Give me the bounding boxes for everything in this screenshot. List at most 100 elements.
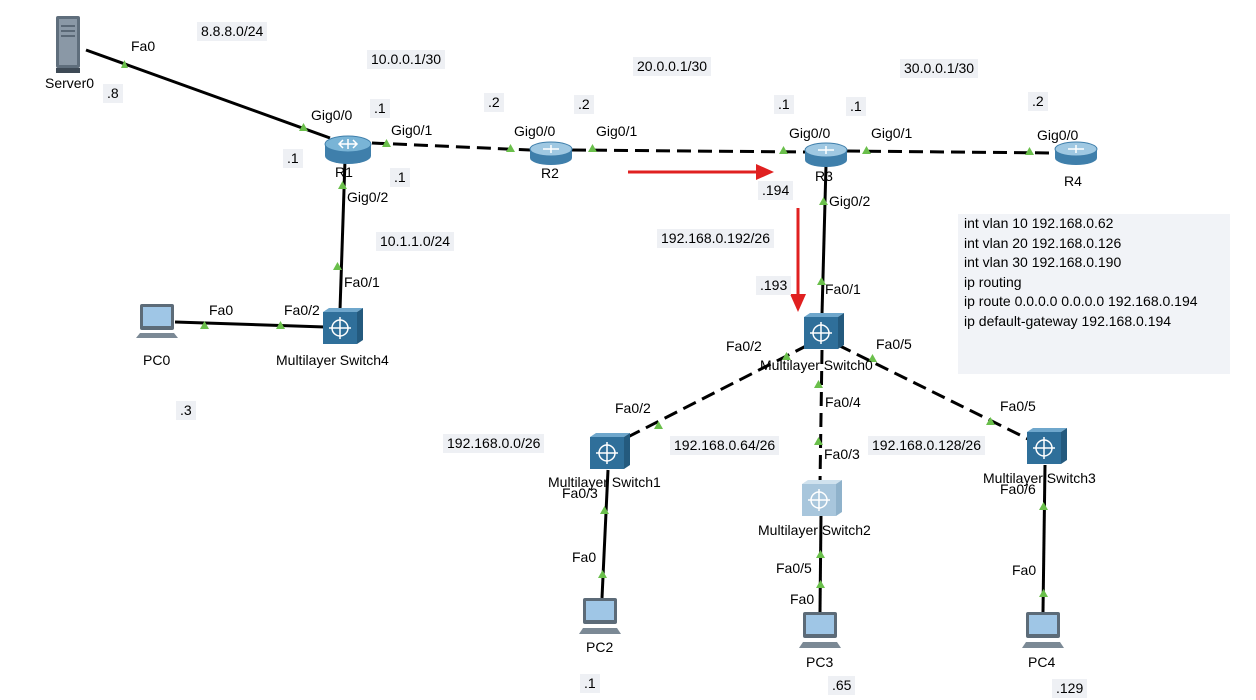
- device-label-mls3: Multilayer Switch3: [983, 470, 1096, 486]
- config-line: int vlan 20 192.168.0.126: [964, 234, 1122, 251]
- port-label: Gig0/1: [391, 122, 433, 138]
- port-label: Fa0/5: [876, 336, 912, 352]
- network-label: 10.0.0.1/30: [367, 50, 446, 69]
- port-label: Fa0: [209, 302, 234, 318]
- device-label-r4: R4: [1064, 173, 1082, 189]
- host-address: .193: [756, 276, 792, 295]
- port-marker: [779, 146, 788, 154]
- device-label-pc0: PC0: [143, 352, 171, 368]
- network-label: 20.0.0.1/30: [633, 57, 712, 76]
- port-label: Gig0/1: [871, 125, 913, 141]
- config-line: int vlan 10 192.168.0.62: [964, 215, 1114, 231]
- multilayer-switch-icon[interactable]: [802, 480, 842, 516]
- port-label: Gig0/0: [311, 107, 353, 123]
- link-r2-r3: [571, 148, 807, 154]
- link-mls0-mls2: [818, 349, 824, 485]
- link-r1-r2: [371, 141, 531, 152]
- device-label-server0: Server0: [45, 75, 95, 91]
- pc-icon[interactable]: [799, 612, 841, 648]
- port-marker: [382, 139, 391, 147]
- host-address: .1: [580, 674, 600, 693]
- link-r3-mls0: [820, 164, 828, 315]
- port-marker: [588, 144, 597, 152]
- port-label: Fa0/3: [824, 446, 860, 462]
- port-marker: [814, 380, 823, 388]
- port-label: Fa0: [131, 38, 156, 54]
- host-address: .2: [484, 93, 504, 112]
- network-label: 192.168.0.128/26: [868, 436, 985, 455]
- port-label: Gig0/0: [789, 125, 831, 141]
- network-label: 30.0.0.1/30: [900, 59, 979, 78]
- host-address: .1: [846, 97, 866, 116]
- port-marker: [817, 277, 826, 285]
- host-address: .2: [1028, 92, 1048, 111]
- device-label-r3: R3: [815, 168, 833, 184]
- port-label: Gig0/1: [596, 123, 638, 139]
- port-marker: [299, 123, 308, 131]
- port-label: Fa0/1: [344, 274, 380, 290]
- port-marker: [782, 352, 791, 360]
- links: [85, 48, 1056, 613]
- link-mls3-pc4: [1041, 464, 1047, 613]
- port-marker: [654, 421, 663, 429]
- server-icon[interactable]: [56, 16, 80, 73]
- port-marker: [333, 262, 342, 270]
- multilayer-switch-icon[interactable]: [323, 308, 363, 344]
- multilayer-switch-icon[interactable]: [1027, 428, 1067, 464]
- router-icon[interactable]: [324, 135, 372, 164]
- port-label: Gig0/0: [514, 123, 556, 139]
- port-label: Fa0/4: [825, 394, 861, 410]
- host-address: .1: [390, 168, 410, 187]
- port-marker: [862, 146, 871, 154]
- pc-icon[interactable]: [579, 598, 621, 634]
- port-label: Fa0: [790, 591, 815, 607]
- router-icon[interactable]: [804, 142, 848, 167]
- config-note: int vlan 10 192.168.0.62 int vlan 20 192…: [958, 214, 1230, 374]
- port-marker: [816, 580, 825, 588]
- port-marker: [868, 354, 877, 362]
- port-label: Fa0/1: [825, 281, 861, 297]
- config-line: ip route 0.0.0.0 0.0.0.0 192.168.0.194: [964, 293, 1198, 309]
- port-label: Fa0/5: [1000, 398, 1036, 414]
- pc-icon[interactable]: [136, 304, 178, 338]
- pc-icon[interactable]: [1022, 612, 1064, 648]
- router-icon[interactable]: [1054, 141, 1098, 165]
- arrow-down-icon: [790, 208, 806, 312]
- multilayer-switch-icon[interactable]: [590, 433, 630, 469]
- router-icon[interactable]: [529, 141, 573, 165]
- device-label-mls0: Multilayer Switch0: [760, 357, 873, 373]
- port-marker: [506, 144, 515, 152]
- host-address: .3: [176, 401, 196, 420]
- port-markers: [121, 60, 1048, 597]
- port-marker: [598, 570, 607, 578]
- host-address: .129: [1052, 679, 1088, 698]
- network-label: 192.168.0.192/26: [657, 229, 774, 248]
- port-label: Gig0/2: [829, 193, 871, 209]
- port-marker: [338, 181, 347, 189]
- device-label-mls1: Multilayer Switch1: [548, 474, 661, 490]
- port-label: Fa0/6: [1000, 481, 1036, 497]
- port-marker: [819, 197, 828, 205]
- port-marker: [816, 550, 825, 558]
- port-label: Gig0/0: [1037, 127, 1079, 143]
- port-marker: [1025, 147, 1034, 155]
- port-marker: [121, 60, 128, 68]
- host-address: .194: [758, 181, 794, 200]
- multilayer-switch-icon[interactable]: [804, 313, 844, 349]
- port-label: Fa0/2: [726, 338, 762, 354]
- port-marker: [1039, 589, 1048, 597]
- device-label-r1: R1: [335, 164, 353, 180]
- device-label-r2: R2: [541, 165, 559, 181]
- config-line: ip default-gateway 192.168.0.194: [964, 312, 1172, 329]
- network-label: 192.168.0.0/26: [443, 434, 545, 453]
- network-label: 10.1.1.0/24: [376, 232, 455, 251]
- port-label: Fa0/3: [562, 485, 598, 501]
- device-label-mls4: Multilayer Switch4: [276, 352, 389, 368]
- host-address: .65: [828, 676, 856, 695]
- config-line: int vlan 30 192.168.0.190: [964, 254, 1122, 270]
- host-address: .1: [283, 149, 303, 168]
- host-address: .1: [370, 99, 390, 118]
- device-label-mls2: Multilayer Switch2: [758, 522, 871, 538]
- link-pc0-mls4: [174, 320, 326, 329]
- port-marker: [1039, 502, 1048, 510]
